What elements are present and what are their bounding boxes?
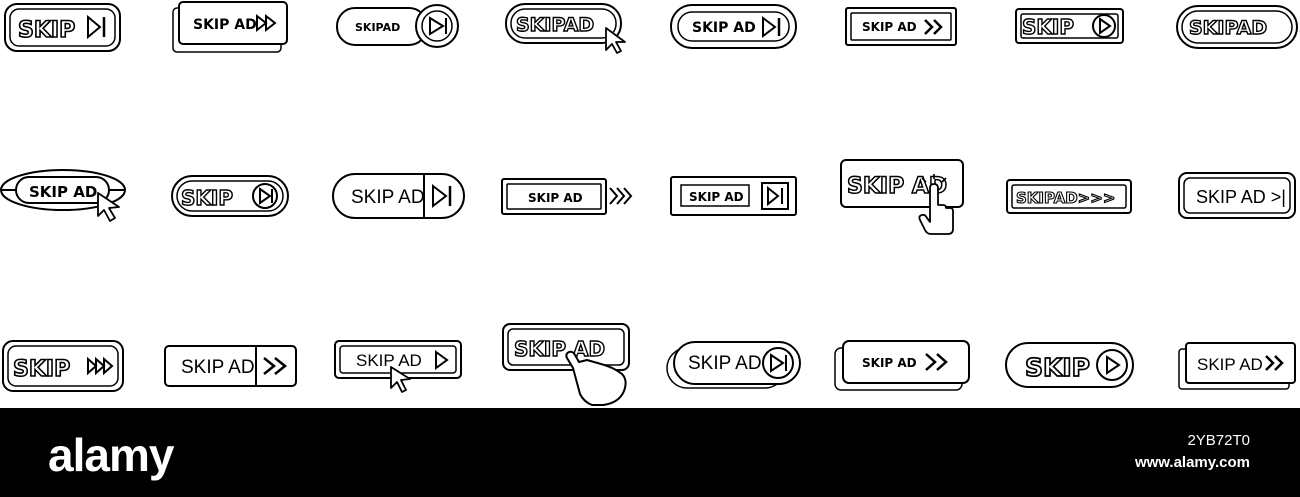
circle-play-icon [1092,14,1116,38]
skip-ad-button-icon: SKIP AD [501,178,633,215]
skip-ad-button-icon: SKIP AD [834,340,970,391]
skip-ad-cursor-button-icon: SKIP AD [0,169,126,222]
circle-skip-next-icon [415,4,459,48]
skip-next-icon [762,16,781,38]
circle-skip-next-icon [762,347,794,379]
button-label: SKIP AD [862,356,917,370]
skip-ad-button-icon: SKIP AD [666,341,801,389]
watermark-footer: alamy 2YB72T0 www.alamy.com [0,408,1300,497]
triple-chevron-icon [609,187,633,205]
skip-ad-button-icon: SKIP AD [172,1,288,53]
skipad-button-icon: SKIPAD [336,4,459,48]
skip-ad-button-icon: SKIP AD [670,4,797,49]
hand-pointer-icon [918,174,954,235]
brand-logo: alamy [48,429,174,481]
skip-ad-button-icon: SKIP AD [1178,342,1296,390]
skip-play-button-icon: SKIP [1005,342,1134,388]
fast-forward-icon [87,356,114,376]
button-label: SKIP AD [862,20,917,34]
button-label: SKIP [1025,353,1090,382]
double-chevron-icon [1265,355,1284,371]
button-label: SKIP AD [29,183,97,201]
skip-ad-button-icon: SKIP AD [164,345,297,387]
skip-ad-hand-button-icon: SKIP AD [840,159,964,235]
double-chevron-icon [925,353,948,371]
button-label: SKIP AD [689,190,744,204]
button-label: SKIPAD>>> [1016,189,1115,207]
double-chevron-icon [924,19,943,35]
circle-skip-next-icon [252,183,278,209]
skip-next-icon [432,183,452,209]
button-label: SKIP AD [181,357,255,378]
circle-play-icon [1096,349,1128,381]
skip-ad-button-icon: SKIP AD [332,173,465,219]
button-label: SKIP AD [1197,355,1263,374]
double-chevron-box-icon [263,357,288,375]
button-label: SKIP [1022,15,1074,39]
button-label: SKIP AD [351,187,425,208]
button-label: SKIP AD [193,17,257,33]
button-label: SKIP AD [688,353,762,374]
button-label: SKIP AD [528,191,583,205]
skipad-chevron-button-icon: SKIPAD>>> [1006,179,1132,214]
cursor-arrow-icon [605,27,626,54]
skip-button-icon: SKIP [2,340,124,392]
button-label: SKIP AD [692,20,756,36]
button-label: SKIPAD [355,21,400,34]
skip-ad-cursor-button-icon: SKIP AD [334,340,462,393]
button-label: SKIP [181,186,233,210]
fast-forward-icon [256,13,277,33]
skip-ad-button-icon: SKIP AD [845,7,957,46]
cursor-arrow-icon [97,192,120,222]
play-triangle-icon [435,350,449,370]
icon-sheet: SKIP SKIP AD SKIPAD SKIPAD [0,1,1298,406]
site-url: www.alamy.com [1134,454,1250,471]
skip-button-icon: SKIP [171,175,289,217]
skipad-cursor-button-icon: SKIPAD [505,3,626,54]
cursor-arrow-icon [390,366,411,393]
hand-pointer-icon [565,350,627,406]
skip-play-button-icon: SKIP [1015,8,1124,44]
button-label: SKIP AD [514,337,605,361]
button-label: SKIP AD >| [1196,187,1286,207]
button-label: SKIP [18,18,75,43]
skip-next-icon [87,14,106,40]
skip-ad-button-icon: SKIP AD >| [1178,172,1296,219]
button-label: SKIPAD [516,14,594,36]
button-label: SKIP [13,357,70,382]
skip-ad-button-icon: SKIP AD [670,176,797,216]
skip-ad-hand-button-icon: SKIP AD [502,323,630,406]
button-label: SKIP AD [356,351,422,370]
skip-next-box-icon [761,182,789,210]
button-label: SKIPAD [1189,17,1267,39]
skipad-button-icon: SKIPAD [1176,5,1298,49]
skip-button-icon: SKIP [4,3,121,52]
image-id: 2YB72T0 [1187,432,1250,449]
